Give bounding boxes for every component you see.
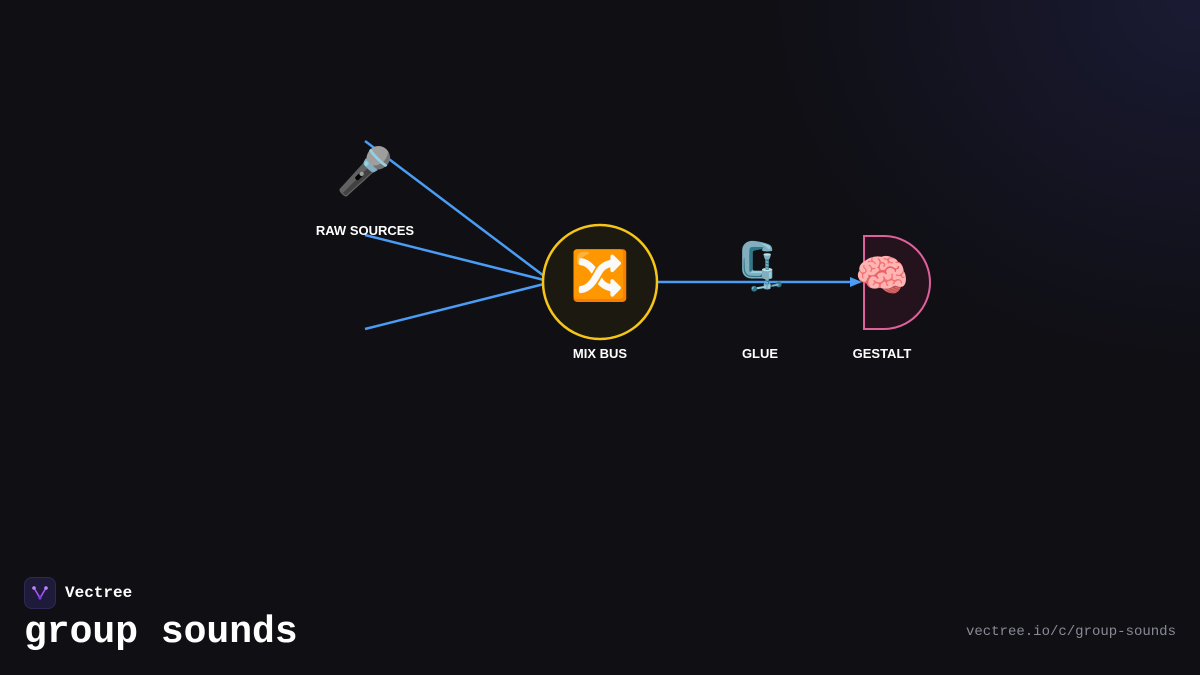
page-title: group sounds [24, 611, 298, 654]
microphone-icon: 🎤 [336, 143, 393, 198]
edge-source-2-to-mix-bus [364, 233, 553, 284]
shuffle-icon: 🔀 [570, 248, 630, 304]
node-label-gestalt: GESTALT [853, 346, 912, 361]
node-label-glue: GLUE [742, 346, 778, 361]
brain-icon: 🧠 [855, 251, 910, 302]
node-gestalt[interactable]: 🧠 GESTALT [853, 235, 931, 361]
mix-bus-circle [541, 223, 659, 341]
node-label-raw-sources: RAW SOURCES [316, 223, 415, 238]
gestalt-shape [863, 235, 931, 330]
page-url[interactable]: vectree.io/c/group-sounds [965, 624, 1176, 640]
edge-source-1-to-mix-bus [364, 140, 553, 283]
brand-name: Vectree [65, 584, 133, 602]
edge-source-3-to-mix-bus [364, 280, 553, 331]
node-raw-sources[interactable]: 🎤 RAW SOURCES [316, 143, 415, 238]
node-glue[interactable]: 🗜️ GLUE [731, 239, 788, 361]
clamp-icon: 🗜️ [731, 239, 788, 293]
brand[interactable]: Vectree [24, 577, 132, 609]
vectree-logo-icon [24, 577, 56, 609]
node-mix-bus[interactable]: 🔀 MIX BUS [541, 223, 659, 361]
node-label-mix-bus: MIX BUS [573, 346, 628, 361]
